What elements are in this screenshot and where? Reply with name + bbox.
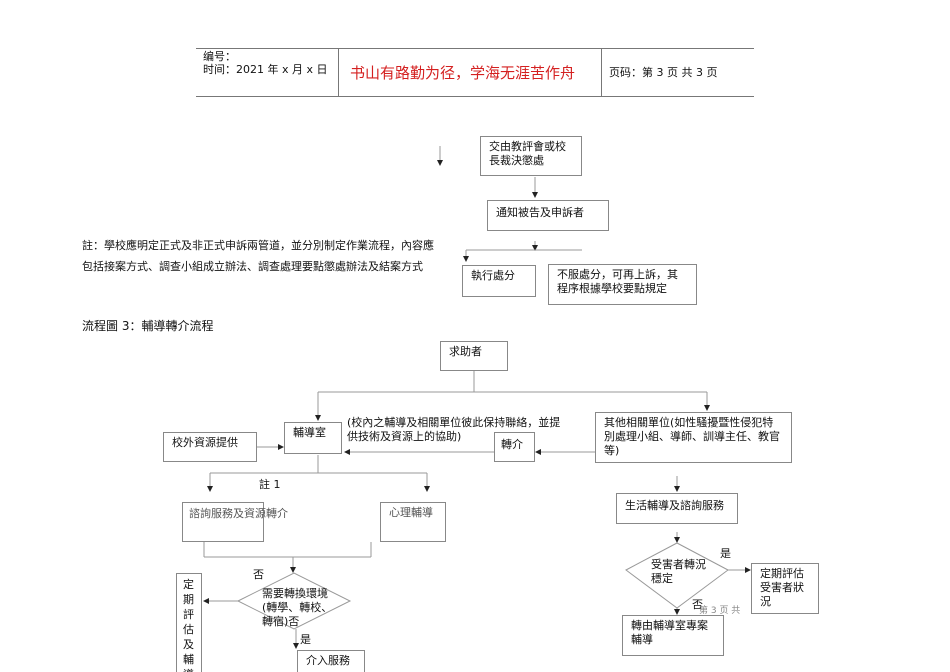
decision-diamond-env xyxy=(236,572,352,630)
external-resources-box: 校外資源提供 xyxy=(163,432,257,462)
header-date: 时间：2021 年 x 月 x 日 xyxy=(203,63,328,76)
note-line-2: 包括接案方式、調查小組成立辦法、調查處理要點懲處辦法及結案方式 xyxy=(82,260,423,273)
yes-label-2: 是 xyxy=(720,547,731,560)
notify-box: 通知被告及申訴者 xyxy=(487,200,609,231)
liaison-note: (校內之輔導及相關單位彼此保持聯絡，並提供技術及資源上的協助) xyxy=(347,416,561,443)
committee-box: 交由教評會或校長裁決懲處 xyxy=(480,136,582,176)
flowchart-3-title: 流程圖 3：輔導轉介流程 xyxy=(82,319,214,333)
note-line-1: 註：學校應明定正式及非正式申訴兩管道，並分別制定作業流程，內容應 xyxy=(82,239,434,252)
appeal-box: 不服處分，可再上訴，其程序根據學校要點規定 xyxy=(548,264,697,305)
counseling-office-box: 輔導室 xyxy=(284,422,342,454)
victim-decision-text: 受害者轉況穩定 xyxy=(651,558,706,585)
header-divider xyxy=(601,48,602,96)
decision-diamond-victim xyxy=(625,542,729,609)
life-counseling-box: 生活輔導及諮詢服務 xyxy=(616,493,738,524)
seeker-box: 求助者 xyxy=(440,341,508,371)
execute-box: 執行處分 xyxy=(462,265,536,297)
no-label-2: 否 xyxy=(692,598,703,611)
intervention-box: 介入服務 xyxy=(297,650,365,672)
yes-label: 是 xyxy=(300,633,311,646)
header-number: 编号： xyxy=(203,50,236,63)
transfer-case-box: 轉由輔導室專案輔導 xyxy=(622,615,724,656)
no-label: 否 xyxy=(253,568,264,581)
header-divider xyxy=(338,48,339,96)
eval-victim-box: 定期評估受害者狀況 xyxy=(751,563,819,614)
note-1-label: 註 1 xyxy=(259,478,281,491)
consult-service-box: 諮詢服務及資源轉介 xyxy=(182,502,288,542)
other-units-box: 其他相關單位(如性騷擾暨性侵犯特別處理小組、導師、訓導主任、教官等) xyxy=(595,412,792,463)
periodic-eval-box: 定期評估及輔導 xyxy=(176,573,202,672)
header-page-number: 页码：第 3 页 共 3 页 xyxy=(609,66,718,79)
footer-page-number: 第 3 页 共 xyxy=(699,606,741,616)
psych-counseling-box: 心理輔導 xyxy=(380,502,446,542)
env-decision-text: 需要轉換環境(轉學、轉校、轉宿)否 xyxy=(262,587,333,628)
header-top-rule xyxy=(196,48,754,49)
referral-box: 轉介 xyxy=(494,432,535,462)
header-motto: 书山有路勤为径，学海无涯苦作舟 xyxy=(350,64,576,82)
header-bottom-rule xyxy=(196,96,754,97)
